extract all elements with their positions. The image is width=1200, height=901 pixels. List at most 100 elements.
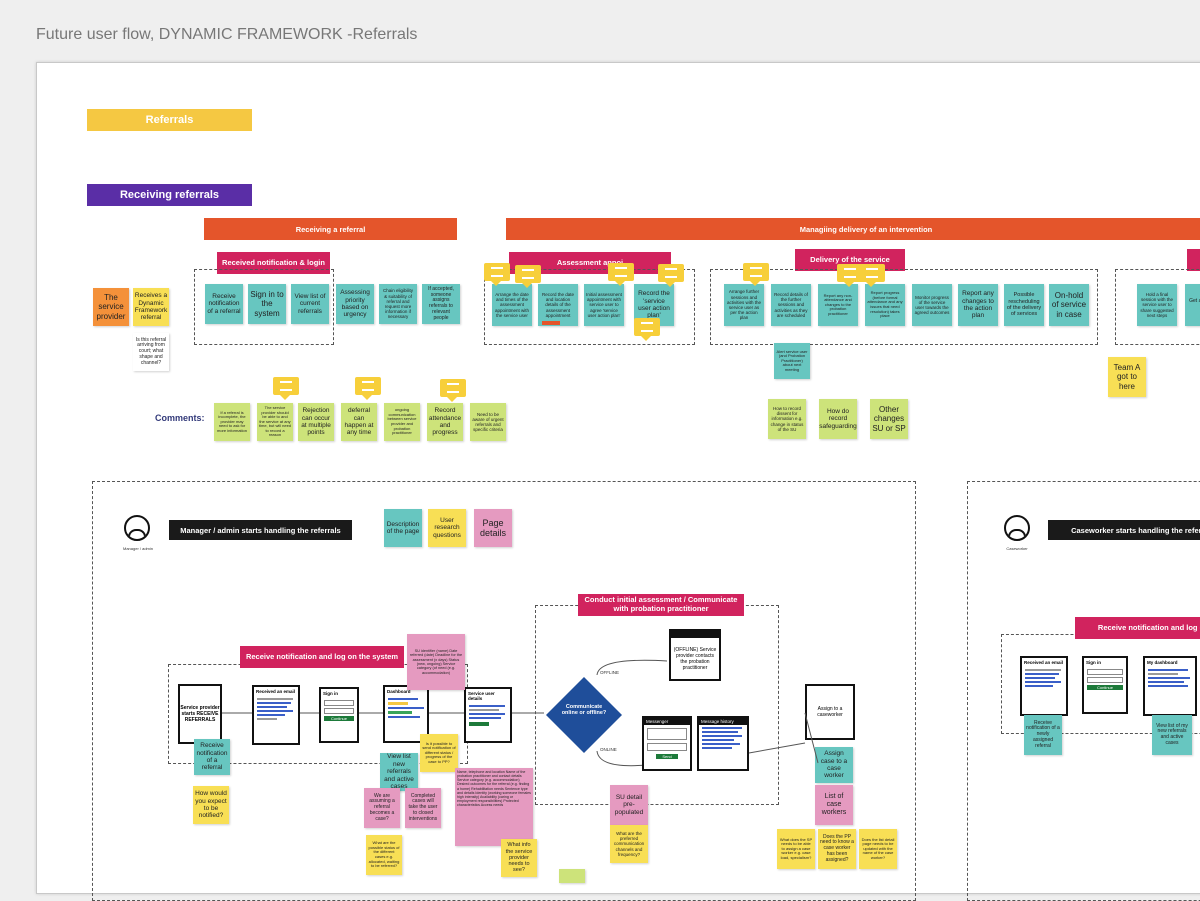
report-progress-sticky[interactable]: Report progress (before formal attendanc… — [865, 284, 905, 326]
su-identifier-sticky[interactable]: SU identifier (name) Date referred (date… — [407, 634, 465, 690]
we-are-assuming-sticky[interactable]: We are assuming a referral becomes a cas… — [364, 788, 400, 828]
report-changes-sticky[interactable]: Report any changes to the action plan — [958, 284, 998, 326]
comment-icon[interactable] — [440, 379, 466, 402]
legend-user-research-sticky[interactable]: User research questions — [428, 509, 466, 547]
su-detail-sticky[interactable]: SU detail pre-populated — [610, 785, 648, 825]
comment-icon[interactable] — [743, 263, 769, 286]
comment-icon[interactable] — [837, 264, 863, 287]
whiteboard-canvas[interactable]: Referrals Receiving referrals Receiving … — [36, 62, 1200, 901]
how-to-record-sticky[interactable]: How to record dissent for information e.… — [768, 399, 806, 439]
completed-cases-sticky[interactable]: Completed cases will take the user to cl… — [405, 788, 441, 828]
legend-page-details-sticky[interactable]: Page details — [474, 509, 512, 547]
list-case-workers-sticky[interactable]: List of case workers — [815, 785, 853, 825]
login-group — [194, 269, 334, 345]
hold-final-sticky[interactable]: Hold a final session with the service us… — [1137, 284, 1177, 326]
does-list-sticky[interactable]: Does the list detail page needs to be up… — [859, 829, 897, 869]
record-details-sticky[interactable]: Record details of the further sessions a… — [771, 284, 811, 326]
received-notification-login-bar[interactable]: Received notification & login — [217, 252, 330, 274]
comment-sticky[interactable]: The service provider should be able to a… — [257, 403, 293, 441]
record-date-sticky[interactable]: Record the date and location details of … — [538, 284, 578, 326]
assign-case-sticky[interactable]: Assign case to a case worker — [815, 747, 853, 783]
get-end-sticky[interactable]: Get and of the the — [1185, 284, 1200, 326]
email-screen[interactable]: Received an email — [252, 685, 300, 745]
monitor-progress-sticky[interactable]: Monitor progress of the service user tow… — [912, 284, 952, 326]
tag-marker — [542, 321, 560, 325]
team-a-sticky[interactable]: Team A got to here — [1108, 357, 1146, 397]
receives-dynamic-sticky[interactable]: Receives a Dynamic Framework referral — [133, 288, 169, 326]
comment-sticky[interactable]: Rejection can occur at multiple points — [298, 403, 334, 441]
receive-notification-sticky[interactable]: Receive notification of a referral — [205, 284, 243, 324]
referrals-label[interactable]: Referrals — [87, 109, 252, 131]
service-user-details-screen[interactable]: Service user details — [464, 687, 512, 743]
next-stage-bar[interactable] — [1187, 249, 1200, 271]
caseworker-email-screen[interactable]: Received an email — [1020, 656, 1068, 716]
offline-card[interactable]: (OFFLINE) Service provider contacts the … — [669, 629, 721, 681]
comment-sticky[interactable]: ongoing communication between service pr… — [384, 403, 420, 441]
comment-icon[interactable] — [634, 318, 660, 341]
possible-rescheduling-sticky[interactable]: Possible rescheduling of the delivery of… — [1004, 284, 1044, 326]
view-list-new-sticky[interactable]: View list new referrals and active cases — [380, 753, 418, 791]
sign-in-sticky[interactable]: Sign in to the system — [248, 284, 286, 324]
caseworker-email-title: Received an email — [1024, 660, 1064, 665]
possible-status-sticky[interactable]: What are the possible status of the diff… — [366, 835, 402, 875]
what-does-sp-sticky[interactable]: What does the SP needs to be able to ass… — [777, 829, 815, 869]
conduct-assessment-bar[interactable]: Conduct initial assessment / Communicate… — [578, 594, 744, 616]
assessing-priority-sticky[interactable]: Assessing priority based on urgency — [336, 284, 374, 324]
comment-sticky[interactable]: deferral can happen at any time — [341, 403, 377, 441]
managing-delivery-bar[interactable]: Managiing delivery of an intervention — [506, 218, 1200, 240]
caseworker-caption: Caseworker — [1006, 546, 1028, 551]
service-provider-sticky[interactable]: The service provider — [93, 288, 129, 326]
alert-service-sticky[interactable]: Alert service user (and Probation Practi… — [774, 343, 810, 379]
comment-sticky[interactable]: If a referral is incomplete, the provide… — [214, 403, 250, 441]
comment-icon[interactable] — [859, 264, 885, 287]
partial-sticky[interactable] — [559, 869, 585, 883]
what-info-sticky[interactable]: What info the service provider needs to … — [501, 839, 537, 877]
caseworker-sign-in-screen[interactable]: Sign in Continue — [1082, 656, 1128, 714]
decision-diamond[interactable] — [544, 675, 624, 755]
legend-description-sticky[interactable]: Description of the page — [384, 509, 422, 547]
message-history-screen[interactable]: Message history — [697, 716, 749, 771]
report-non-attendance-sticky[interactable]: Report any non-attendance and changes to… — [818, 284, 858, 326]
comment-icon[interactable] — [608, 263, 634, 286]
comment-sticky[interactable]: Need to be aware of urgent referrals and… — [470, 403, 506, 441]
arrange-further-sticky[interactable]: Arrange further sessions and activities … — [724, 284, 764, 326]
messenger-screen[interactable]: Messenger Send — [642, 716, 692, 771]
comment-icon[interactable] — [515, 265, 541, 288]
continue-button[interactable]: Continue — [324, 716, 354, 721]
caseworker-continue-button[interactable]: Continue — [1087, 685, 1123, 690]
view-list-my-new-sticky[interactable]: View list of my new referrals and active… — [1152, 715, 1192, 755]
receiving-a-referral-bar[interactable]: Receiving a referral — [204, 218, 457, 240]
if-accepted-sticky[interactable]: If accepted, someone assigns referrals t… — [422, 284, 460, 324]
caseworker-notification-bar[interactable]: Receive notification and log on the — [1075, 617, 1200, 639]
other-changes-sticky[interactable]: Other changes SU or SP — [870, 399, 908, 439]
sign-in-screen[interactable]: Sign in Continue — [319, 687, 359, 743]
preferred-channels-sticky[interactable]: What are the preferred communication cha… — [610, 825, 648, 863]
comments-label: Comments: — [155, 413, 205, 423]
comment-icon[interactable] — [355, 377, 381, 400]
receiving-referrals-label[interactable]: Receiving referrals — [87, 184, 252, 206]
is-it-possible-sticky[interactable]: Is it possible to send notification of d… — [420, 734, 458, 772]
does-pp-need-sticky[interactable]: Does the PP need to know a case worker h… — [818, 829, 856, 869]
how-would-you-expect-sticky[interactable]: How would you expect to be notified? — [193, 786, 229, 824]
manager-starts-bar[interactable]: Manager / admin starts handling the refe… — [169, 520, 352, 540]
receive-notification-sticky[interactable]: Receive notification of a referral — [194, 739, 230, 775]
initial-assessment-sticky[interactable]: Initial assessment appointment with serv… — [584, 284, 624, 326]
dashboard-screen[interactable]: Dashboard — [383, 685, 429, 743]
name-telephone-sticky[interactable]: Name, telephone and location Name of the… — [455, 768, 533, 846]
is-this-referral-sticky[interactable]: Is this referral arriving from court; wh… — [133, 333, 169, 371]
send-button[interactable]: Send — [656, 754, 678, 759]
receive-notification-bar[interactable]: Receive notification and log on the syst… — [240, 646, 404, 668]
how-do-record-sticky[interactable]: How do record safeguarding — [819, 399, 857, 439]
receive-notification-newly-sticky[interactable]: Receive notification of a newly assigned… — [1024, 715, 1062, 755]
arrange-date-sticky[interactable]: Arrange the date and times of the assess… — [492, 284, 532, 326]
assign-caseworker-card[interactable]: Assign to a caseworker — [805, 684, 855, 740]
comment-icon[interactable] — [273, 377, 299, 400]
comment-icon[interactable] — [658, 264, 684, 287]
view-list-sticky[interactable]: View list of current referrals — [291, 284, 329, 324]
on-hold-sticky[interactable]: On-hold of service in case — [1049, 284, 1089, 326]
caseworker-starts-bar[interactable]: Caseworker starts handling the referrals — [1048, 520, 1200, 540]
chain-eligibility-sticky[interactable]: Chain eligibility & suitability of refer… — [379, 284, 417, 324]
comment-icon[interactable] — [484, 263, 510, 286]
my-dashboard-screen[interactable]: My dashboard — [1143, 656, 1197, 716]
comment-sticky[interactable]: Record attendance and progress — [427, 403, 463, 441]
